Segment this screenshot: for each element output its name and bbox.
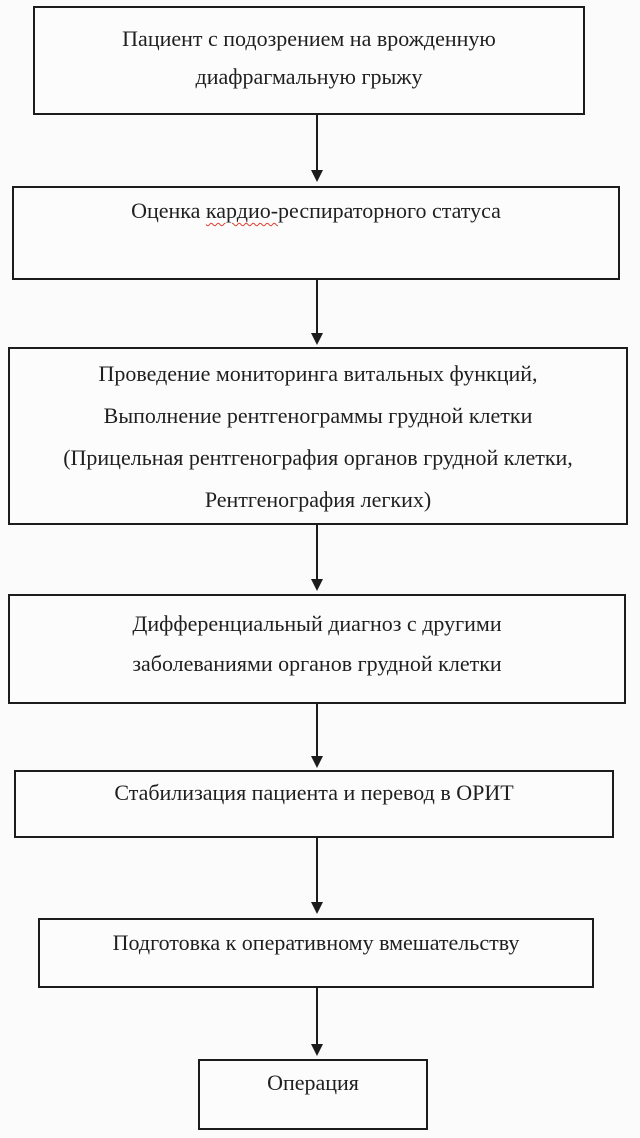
node-text-line: Рентгенография легких) (204, 487, 432, 512)
arrow-down-icon (311, 579, 323, 591)
node-text-line: заболеваниями органов грудной клетки (132, 651, 502, 676)
arrow-down-icon (311, 756, 323, 768)
spellcheck-underlined-word: кардио- (205, 198, 279, 223)
flow-node-cardio-respiratory-assessment: Оценка кардио-респираторного статуса (12, 186, 620, 280)
flow-node-monitoring-and-chest-xray: Проведение мониторинга витальных функций… (8, 347, 628, 525)
flow-node-stabilization-transfer-icu: Стабилизация пациента и перевод в ОРИТ (14, 770, 614, 838)
flow-node-operation: Операция (198, 1059, 428, 1130)
node-text-line: Выполнение рентгенограммы грудной клетки (103, 403, 533, 428)
node-text-line: (Прицельная рентгенография органов грудн… (63, 445, 573, 470)
flow-arrow-6 (311, 988, 323, 1056)
flow-arrow-2 (311, 280, 323, 345)
flow-arrow-4 (311, 704, 323, 768)
arrow-down-icon (311, 1044, 323, 1056)
arrow-shaft (316, 838, 318, 902)
arrow-down-icon (311, 902, 323, 914)
flow-arrow-1 (311, 115, 323, 182)
node-text-line: Стабилизация пациента и перевод в ОРИТ (114, 780, 514, 805)
node-text-line: Пациент с подозрением на врожденную (122, 26, 496, 51)
arrow-down-icon (311, 170, 323, 182)
arrow-shaft (316, 280, 318, 333)
node-text-segment: Оценка (131, 198, 206, 223)
arrow-shaft (316, 988, 318, 1044)
flow-node-differential-diagnosis: Дифференциальный диагноз с другими забол… (8, 594, 626, 704)
node-text-line: диафрагмальную грыжу (195, 64, 423, 89)
node-text-line: Подготовка к оперативному вмешательству (112, 930, 520, 955)
flow-arrow-3 (311, 525, 323, 591)
arrow-shaft (316, 525, 318, 579)
node-text-line: Оценка кардио-респираторного статуса (14, 194, 618, 228)
flow-node-surgery-preparation: Подготовка к оперативному вмешательству (38, 918, 594, 988)
flow-node-patient-suspected-cdh: Пациент с подозрением на врожденную диаф… (33, 6, 585, 115)
node-text-segment: респираторного статуса (278, 198, 501, 223)
node-text-line: Дифференциальный диагноз с другими (132, 611, 502, 636)
arrow-shaft (316, 115, 318, 170)
node-text-line: Операция (267, 1070, 359, 1095)
arrow-shaft (316, 704, 318, 756)
arrow-down-icon (311, 333, 323, 345)
node-text-line: Проведение мониторинга витальных функций… (98, 361, 538, 386)
flow-arrow-5 (311, 838, 323, 914)
